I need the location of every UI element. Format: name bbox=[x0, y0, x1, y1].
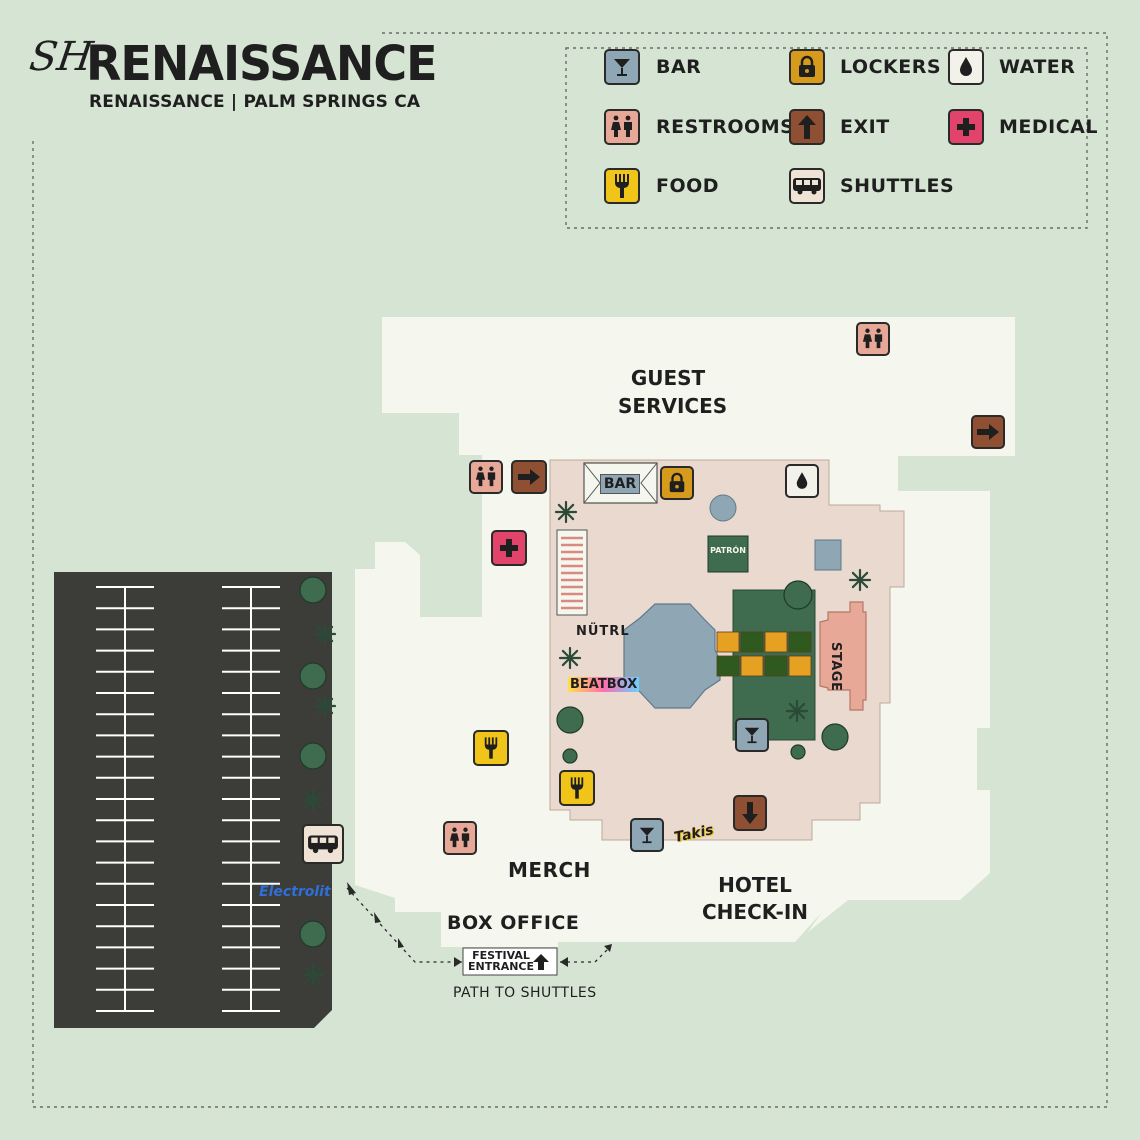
patron-logo: PATRÓN bbox=[710, 546, 746, 555]
hotel-line-2: CHECK-IN bbox=[702, 900, 808, 924]
guest-services-line-2: SERVICES bbox=[618, 394, 728, 418]
bleacher-rows bbox=[561, 536, 583, 610]
palm-tree-icon bbox=[313, 694, 337, 718]
legend-medical-label: MEDICAL bbox=[999, 116, 1098, 138]
exit-arrow-icon bbox=[789, 109, 825, 145]
legend-bar-label: BAR bbox=[656, 56, 702, 78]
guest-services-label: GUEST SERVICES bbox=[618, 364, 728, 420]
trees bbox=[299, 576, 849, 948]
stage-label: STAGE bbox=[828, 642, 843, 692]
entrance-arrow-icon bbox=[533, 954, 549, 970]
palm-tree-icon bbox=[313, 622, 337, 646]
entrance-line-1: FESTIVAL bbox=[472, 949, 530, 962]
stage-platform bbox=[819, 601, 867, 711]
patron-sign bbox=[707, 535, 749, 573]
blue-square bbox=[814, 539, 842, 571]
restroom-icon bbox=[604, 109, 640, 145]
lock-icon bbox=[660, 466, 694, 500]
medical-cross-icon bbox=[948, 109, 984, 145]
nutrl-logo: NÜTRL bbox=[576, 624, 630, 639]
shuttle-bus-icon bbox=[789, 168, 825, 204]
cabana-grid bbox=[716, 631, 812, 677]
merch-label: MERCH bbox=[508, 858, 591, 882]
restroom-icon bbox=[856, 322, 890, 356]
box-office-label: BOX OFFICE bbox=[447, 912, 580, 934]
brand-title: RENAISSANCE bbox=[86, 34, 438, 92]
bar-sign-label: BAR bbox=[603, 476, 637, 492]
parking-stall-lines bbox=[96, 586, 280, 1012]
fork-icon bbox=[604, 168, 640, 204]
legend-restrooms-label: RESTROOMS bbox=[656, 116, 795, 138]
hotel-check-in-label: HOTEL CHECK-IN bbox=[700, 872, 810, 926]
water-drop-icon bbox=[948, 49, 984, 85]
pool bbox=[623, 603, 721, 709]
fountain-circle bbox=[709, 494, 737, 522]
palm-tree-icon bbox=[301, 963, 325, 987]
bar-icon bbox=[630, 818, 664, 852]
palm-tree-icon bbox=[558, 646, 582, 670]
festival-entrance-label: FESTIVAL ENTRANCE bbox=[466, 950, 536, 972]
bar-icon bbox=[604, 49, 640, 85]
site-boundary bbox=[32, 32, 1108, 1108]
lock-icon bbox=[789, 49, 825, 85]
beatbox-logo: BEATBOX bbox=[568, 677, 640, 692]
exit-arrow-right-icon bbox=[971, 415, 1005, 449]
palm-tree-icon bbox=[301, 788, 325, 812]
palm-tree-icon bbox=[785, 699, 809, 723]
legend-border bbox=[565, 47, 1088, 229]
bar-sign: BAR bbox=[600, 474, 640, 494]
electrolit-logo: Electrolit bbox=[259, 884, 331, 900]
legend-shuttles-label: SHUTTLES bbox=[840, 175, 955, 197]
restroom-icon bbox=[443, 821, 477, 855]
fork-icon bbox=[473, 730, 509, 766]
water-drop-icon bbox=[785, 464, 819, 498]
legend-lockers-label: LOCKERS bbox=[840, 56, 942, 78]
brand-subtitle: RENAISSANCE | PALM SPRINGS CA bbox=[89, 92, 421, 112]
shuttle-path bbox=[346, 887, 611, 963]
palm-tree-icon bbox=[554, 500, 578, 524]
legend-exit-label: EXIT bbox=[840, 116, 890, 138]
medical-cross-icon bbox=[491, 530, 527, 566]
shuttle-bus-icon bbox=[302, 824, 344, 864]
hotel-line-1: HOTEL bbox=[718, 873, 792, 897]
exit-arrow-right-icon bbox=[511, 460, 547, 494]
legend-food-label: FOOD bbox=[656, 175, 720, 197]
palm-trees bbox=[301, 500, 872, 987]
palm-tree-icon bbox=[848, 568, 872, 592]
entrance-line-2: ENTRANCE bbox=[468, 960, 534, 973]
parking-lot bbox=[54, 572, 332, 1028]
restroom-icon bbox=[469, 460, 503, 494]
path-to-shuttles-label: PATH TO SHUTTLES bbox=[453, 985, 597, 1001]
legend-water-label: WATER bbox=[999, 56, 1076, 78]
fork-icon bbox=[559, 770, 595, 806]
exit-arrow-down-icon bbox=[733, 795, 767, 831]
bar-icon bbox=[735, 718, 769, 752]
shuttle-path-arrows bbox=[347, 882, 612, 967]
guest-services-line-1: GUEST bbox=[630, 366, 706, 390]
